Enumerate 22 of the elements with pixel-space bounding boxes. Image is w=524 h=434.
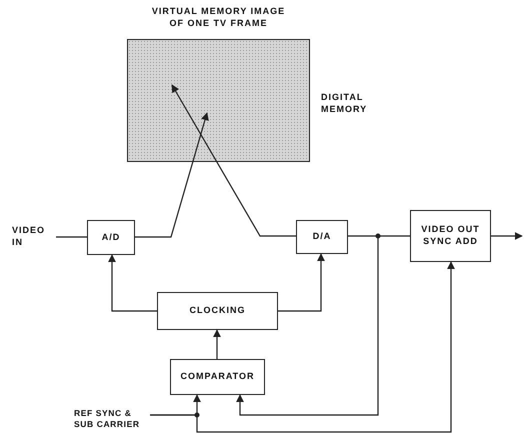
box-label: A/D	[102, 232, 120, 244]
process-box	[170, 359, 265, 395]
process-box	[296, 220, 348, 254]
connector-arrow	[108, 254, 157, 312]
connector-arrow	[236, 236, 379, 416]
box-label: CLOCKING	[190, 305, 246, 317]
connector-arrow	[171, 84, 296, 237]
connector-arrow	[150, 261, 455, 433]
box-label: VIDEO OUT SYNC ADD	[420, 224, 481, 248]
connector-arrow	[491, 232, 523, 240]
connector-arrow	[278, 253, 325, 312]
memory-label: DIGITAL MEMORY	[321, 92, 368, 116]
memory-heading: VIRTUAL MEMORY IMAGE OF ONE TV FRAME	[150, 6, 286, 30]
process-box	[410, 210, 491, 262]
box-label: COMPARATOR	[180, 371, 254, 383]
signal-label: VIDEO IN	[12, 225, 46, 249]
process-box	[87, 220, 135, 255]
connector-arrow	[213, 329, 221, 359]
process-box	[157, 292, 278, 330]
signal-label: REF SYNC & SUB CARRIER	[74, 408, 141, 430]
connector-arrow	[135, 112, 209, 238]
box-label: D/A	[312, 231, 332, 243]
